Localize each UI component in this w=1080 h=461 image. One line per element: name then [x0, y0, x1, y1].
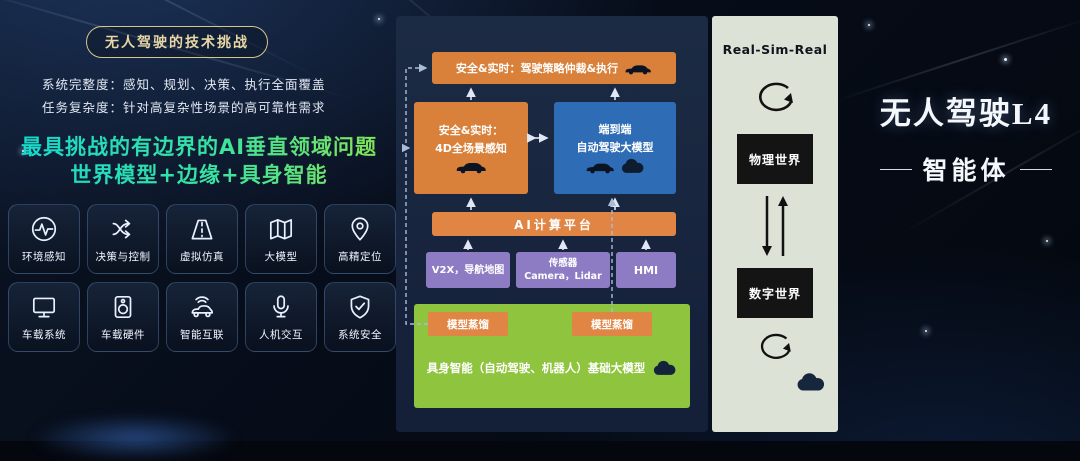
- foundation-model-label: 具身智能（自动驾驶、机器人）基础大模型: [426, 361, 646, 375]
- v2x-label: V2X，导航地图: [431, 264, 505, 276]
- digital-world-box: 数字世界: [737, 268, 813, 318]
- sensor-box: 传感器 Camera，Lidar: [516, 252, 610, 288]
- real-sim-real-panel: Real-Sim-Real 物理世界 数字世界: [712, 16, 838, 432]
- car-icon: [625, 64, 651, 74]
- corner-glow: [30, 415, 240, 461]
- foundation-model-row: 具身智能（自动驾驶、机器人）基础大模型: [414, 360, 690, 376]
- capability-tile-intelligent-connectivity: 智能互联: [166, 282, 238, 352]
- foundation-model-panel: 模型蒸馏 模型蒸馏 具身智能（自动驾驶、机器人）基础大模型: [414, 304, 690, 408]
- physical-world-box: 物理世界: [737, 134, 813, 184]
- tile-label: 决策与控制: [95, 251, 151, 263]
- perception-label-line2: 4D全场景感知: [435, 141, 507, 155]
- hmi-label: HMI: [633, 263, 659, 277]
- model-distill-left: 模型蒸馏: [428, 312, 508, 336]
- cycle-arrows-icon: [759, 82, 793, 112]
- e2e-label-line1: 端到端: [598, 123, 632, 136]
- model-distill-right: 模型蒸馏: [572, 312, 652, 336]
- waveform-icon: [31, 216, 57, 242]
- system-completeness-text: 系统完整度：感知、规划、决策、执行全面覆盖: [42, 77, 326, 92]
- cycle-arrows-icon: [760, 333, 791, 359]
- capability-tile-grid: 环境感知 决策与控制 虚拟仿真 大模型: [8, 204, 396, 352]
- tile-label: 虚拟仿真: [180, 251, 224, 263]
- star-dot: [925, 330, 927, 332]
- sensor-label-line1: 传感器: [548, 258, 578, 269]
- capability-tile-system-security: 系统安全: [324, 282, 396, 352]
- road-icon: [191, 219, 213, 240]
- capability-tile-environment-perception: 环境感知: [8, 204, 80, 274]
- v2x-box: V2X，导航地图: [426, 252, 510, 288]
- headline-subtitle-row: 智能体: [852, 151, 1080, 187]
- map-icon: [269, 219, 293, 240]
- tile-label: 智能互联: [180, 329, 224, 341]
- exchange-arrows-icon: [762, 196, 788, 256]
- capability-tile-virtual-simulation: 虚拟仿真: [166, 204, 238, 274]
- star-dot: [1004, 58, 1007, 61]
- cloud-icon: [654, 360, 676, 375]
- e2e-icons: [585, 158, 645, 174]
- challenge-headline-line2: 世界模型+边缘+具身智能: [0, 159, 398, 189]
- star-dot: [868, 24, 870, 26]
- tile-label: 系统安全: [338, 329, 382, 341]
- arbitration-box: 安全&实时：驾驶策略仲裁&执行: [432, 52, 676, 84]
- perception-box: 安全&实时： 4D全场景感知: [414, 102, 528, 194]
- tile-label: 车载系统: [22, 329, 66, 341]
- route-arrows-icon: [112, 219, 131, 239]
- star-dot: [1046, 240, 1048, 242]
- star-dot: [22, 150, 24, 152]
- car-icon: [586, 163, 614, 174]
- tile-label: 人机交互: [259, 329, 303, 341]
- capability-tile-hd-positioning: 高精定位: [324, 204, 396, 274]
- sensor-label-line2: Camera，Lidar: [524, 271, 602, 282]
- headline-title: 无人驾驶L4: [879, 96, 1053, 131]
- cloud-icon: [621, 158, 644, 173]
- capability-tile-decision-control: 决策与控制: [87, 204, 159, 274]
- hmi-box: HMI: [616, 252, 676, 288]
- ai-platform-bar: AI计算平台: [432, 212, 676, 236]
- ai-platform-label: AI计算平台: [514, 217, 594, 232]
- location-pin-icon: [351, 217, 369, 241]
- challenge-headline-line1: 最具挑战的有边界的AI垂直领域问题: [0, 131, 398, 161]
- divider-line: [1019, 168, 1052, 170]
- arbitration-label: 安全&实时：驾驶策略仲裁&执行: [455, 62, 619, 75]
- task-complexity-text: 任务复杂度：针对高复杂性场景的高可靠性需求: [42, 100, 326, 115]
- perception-label-line1: 安全&实时：: [438, 123, 504, 137]
- tile-label: 大模型: [264, 251, 298, 263]
- real-sim-real-title: Real-Sim-Real: [722, 42, 828, 57]
- connected-car-icon: [191, 296, 214, 318]
- section-title-badge: 无人驾驶的技术挑战: [86, 26, 268, 58]
- capability-tile-hmi-interaction: 人机交互: [245, 282, 317, 352]
- shield-icon: [350, 295, 370, 319]
- tile-label: 车载硬件: [101, 329, 145, 341]
- divider-line: [880, 168, 913, 170]
- headline-block: 无人驾驶L4 智能体: [852, 88, 1080, 187]
- e2e-model-box: 端到端 自动驾驶大模型: [554, 102, 676, 194]
- tile-label: 环境感知: [22, 251, 66, 263]
- microphone-icon: [273, 295, 289, 318]
- capability-tile-vehicle-system: 车载系统: [8, 282, 80, 352]
- cloud-icon: [797, 373, 825, 391]
- car-icon: [456, 162, 486, 173]
- tile-label: 高精定位: [338, 251, 382, 263]
- architecture-diagram-panel: 安全&实时：驾驶策略仲裁&执行 安全&实时： 4D全场景感知 端到端 自动驾驶大…: [396, 16, 708, 432]
- star-dot: [378, 18, 380, 20]
- headline-subtitle: 智能体: [922, 158, 1010, 185]
- e2e-label-line2: 自动驾驶大模型: [576, 141, 654, 154]
- monitor-icon: [32, 297, 56, 318]
- speaker-icon: [114, 295, 132, 319]
- capability-tile-vehicle-hardware: 车载硬件: [87, 282, 159, 352]
- capability-tile-large-model: 大模型: [245, 204, 317, 274]
